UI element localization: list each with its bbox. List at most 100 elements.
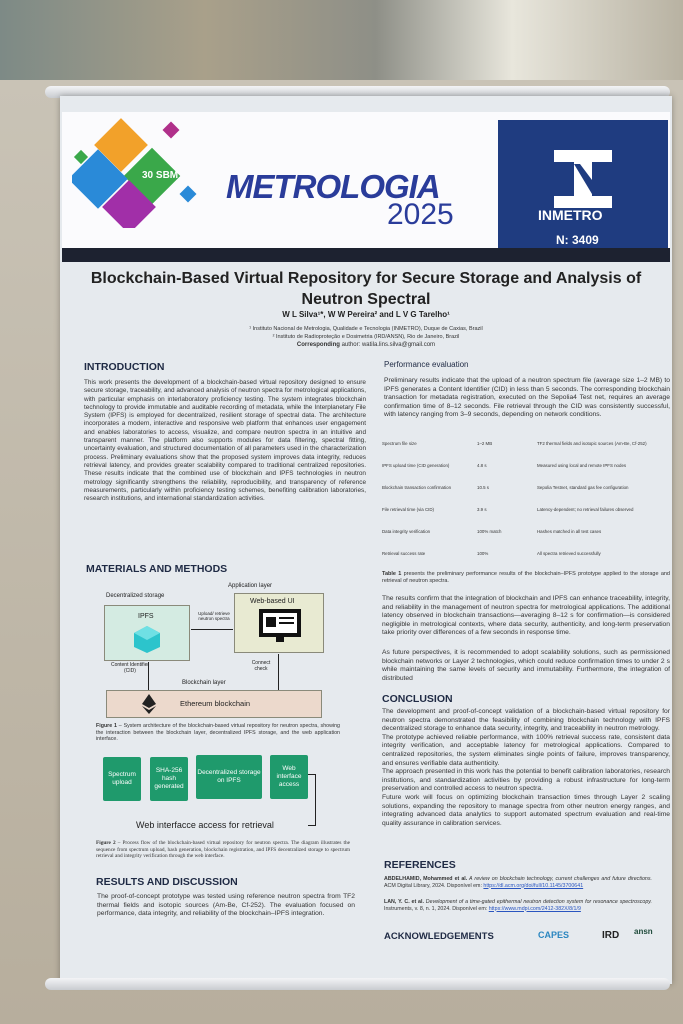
upload-arrow — [191, 629, 233, 630]
figure-2-caption-text: – Process flow of the blockchain-based v… — [96, 840, 350, 859]
event-name: METROLOGIA — [226, 168, 441, 205]
poster-bottom-rod — [45, 978, 670, 990]
cid-label: Content Identifier (CID) — [110, 662, 150, 674]
metric-cell: Blockchain transaction confirmation — [382, 484, 452, 490]
introduction-heading: INTRODUCTION — [84, 361, 165, 373]
inmetro-panel — [498, 120, 668, 260]
ird-logo: IRD — [602, 930, 620, 941]
flow-step-3: Decentralized storage on IPFS — [196, 755, 262, 799]
value-cell: 1–2 MB — [477, 440, 493, 446]
ethereum-box — [106, 690, 322, 718]
flow-step-4: Web interface access — [270, 755, 308, 799]
table-row: Blockchain transaction confirmation 10.5 … — [382, 476, 672, 498]
reference-1-title: A review on blockchain technology, curre… — [467, 876, 652, 882]
flow-step-2: SHA-256 hash generated — [150, 757, 188, 801]
corresponding-author: Corresponding author: watila.lins.silva@… — [80, 342, 652, 348]
conclusion-paragraph: The development and proof-of-concept val… — [382, 708, 670, 733]
metric-cell: Spectrum file size — [382, 440, 417, 446]
acknowledgements-heading: ACKNOWLEDGEMENTS — [384, 931, 494, 942]
methods-heading: MATERIALS AND METHODS — [86, 563, 228, 575]
corresponding-label: Corresponding — [296, 342, 340, 348]
reference-1-author: ABDELHAMID, Mohammed et al. — [384, 876, 468, 882]
affiliation-1: ¹ Instituto Nacional de Metrologia, Qual… — [249, 326, 483, 332]
institute-name: INMETRO — [538, 207, 603, 223]
value-cell: 100% — [477, 550, 489, 556]
header-divider — [62, 248, 670, 262]
notes-cell: TF2 thermal fields and isotopic sources … — [537, 440, 647, 446]
performance-heading: Performance evaluation — [384, 360, 469, 369]
table-row: IPFS upload time (CID generation) 4.8 s Me… — [382, 454, 672, 476]
web-ui-label: Web-based UI — [250, 598, 295, 605]
figure-2-caption: Figure 2 – Process flow of the blockchai… — [96, 840, 350, 860]
ipfs-cube-icon — [134, 626, 160, 653]
introduction-text: This work presents the development of a … — [84, 379, 366, 503]
conclusion-paragraph: The approach presented in this work has … — [382, 768, 670, 793]
poster-title: Blockchain-Based Virtual Repository for … — [90, 270, 642, 308]
ethereum-label: Ethereum blockchain — [180, 699, 251, 708]
reference-2-author: LAN, Y. C. et al. — [384, 899, 424, 905]
discussion-text: The results confirm that the integration… — [382, 595, 670, 637]
capes-logo: CAPES — [538, 930, 570, 940]
ethereum-icon — [142, 694, 156, 714]
conclusion-text: The development and proof-of-concept val… — [382, 708, 670, 828]
poster-number: N: 3409 — [556, 233, 599, 247]
ansn-logo: ansn — [634, 927, 653, 936]
value-cell: 10.5 s — [477, 484, 489, 490]
table-row: Spectrum file size 1–2 MB TF2 thermal fiel… — [382, 432, 672, 454]
table-row: Retrieval success rate 100% All spectra re… — [382, 542, 672, 564]
figure-1-caption: Figure 1 – System architecture of the bl… — [96, 723, 340, 743]
conclusion-heading: CONCLUSION — [382, 693, 453, 705]
reference-2: LAN, Y. C. et al. Development of a time-… — [384, 899, 652, 912]
inmetro-logo-icon — [554, 150, 612, 208]
chain-layer-title: Blockchain layer — [182, 680, 226, 686]
ceiling-background — [0, 0, 683, 80]
figure-1-caption-text: – System architecture of the blockchain-… — [96, 723, 340, 742]
references-heading: REFERENCES — [384, 859, 456, 871]
reference-2-link[interactable]: https://www.mdpi.com/2412-382X/8/1/9 — [488, 905, 581, 912]
value-cell: 3.9 s — [477, 506, 487, 512]
poster-header: 30 SBM METROLOGIA 2025 — [62, 112, 670, 262]
notes-cell: Measured using local and remote IPFS nod… — [537, 462, 627, 468]
sbm-logo-icon: 30 SBM — [72, 118, 197, 228]
metric-cell: Retrieval success rate — [382, 550, 426, 556]
table-1-label: Table 1 — [382, 571, 402, 577]
notes-cell: All spectra retrieved successfully — [537, 550, 601, 556]
table-1-caption: Table 1 presents the preliminary perform… — [382, 571, 670, 584]
upload-label: Upload/ retrieve neutron spectra — [198, 611, 230, 621]
table-row: Data integrity verification 100% match Has… — [382, 520, 672, 542]
reference-1-link[interactable]: https://dl.acm.org/doi/full/10.1145/3700… — [483, 882, 584, 889]
notes-cell: Latency-dependent; no retrieval failures… — [537, 506, 634, 512]
ipfs-label: IPFS — [138, 613, 154, 620]
metric-cell: IPFS upload time (CID generation) — [382, 462, 450, 468]
reference-1-source: ACM Digital Library, 2024. Disponível em… — [384, 882, 482, 889]
results-heading: RESULTS AND DISCUSSION — [96, 876, 238, 888]
metric-cell: File retrieval time (via CID) — [382, 506, 434, 512]
table-1-caption-text: presents the preliminary performance res… — [382, 571, 670, 584]
metric-cell: Data integrity verification — [382, 528, 431, 534]
poster-top-rod — [45, 86, 670, 98]
results-text: The proof-of-concept prototype was teste… — [97, 893, 355, 918]
flow-step-1: Spectrum upload — [103, 757, 141, 801]
monitor-icon — [259, 609, 301, 642]
figure-1-label: Figure 1 — [96, 723, 117, 729]
value-cell: 100% match — [477, 528, 502, 534]
retrieval-arrow — [308, 774, 316, 826]
reference-1: ABDELHAMID, Mohammed et al. A review on … — [384, 876, 652, 889]
reference-2-source: Instruments, v. 8, n. 1, 2024. Disponíve… — [384, 905, 488, 912]
event-year: 2025 — [387, 198, 454, 231]
logo-badge-text: 30 SBM — [142, 170, 178, 181]
app-layer-title: Application layer — [228, 583, 273, 589]
performance-table: Spectrum file size 1–2 MB TF2 thermal fiel… — [382, 432, 672, 564]
authors: W L Silva¹*, W W Pereira² and L V G Tare… — [282, 310, 450, 319]
perspectives-text: As future perspectives, it is recommende… — [382, 649, 670, 682]
figure-2-label: Figure 2 — [96, 840, 116, 846]
notes-cell: Hashes matched in all test cases — [537, 528, 602, 534]
cid-arrow — [148, 662, 149, 690]
conclusion-paragraph: The prototype achieved reliable performa… — [382, 733, 670, 767]
retrieval-label: Web interfacce access for retrieval — [136, 820, 274, 830]
notes-cell: Sepolia Testnet, standard gas fee config… — [537, 484, 629, 490]
value-cell: 4.8 s — [477, 462, 487, 468]
affiliation-2: ² Instituto de Radioproteção e Dosimetri… — [272, 334, 460, 340]
connect-label: Connect check — [251, 660, 271, 672]
poster: 30 SBM METROLOGIA 2025 INMETRO N: 3409 B… — [60, 96, 672, 984]
